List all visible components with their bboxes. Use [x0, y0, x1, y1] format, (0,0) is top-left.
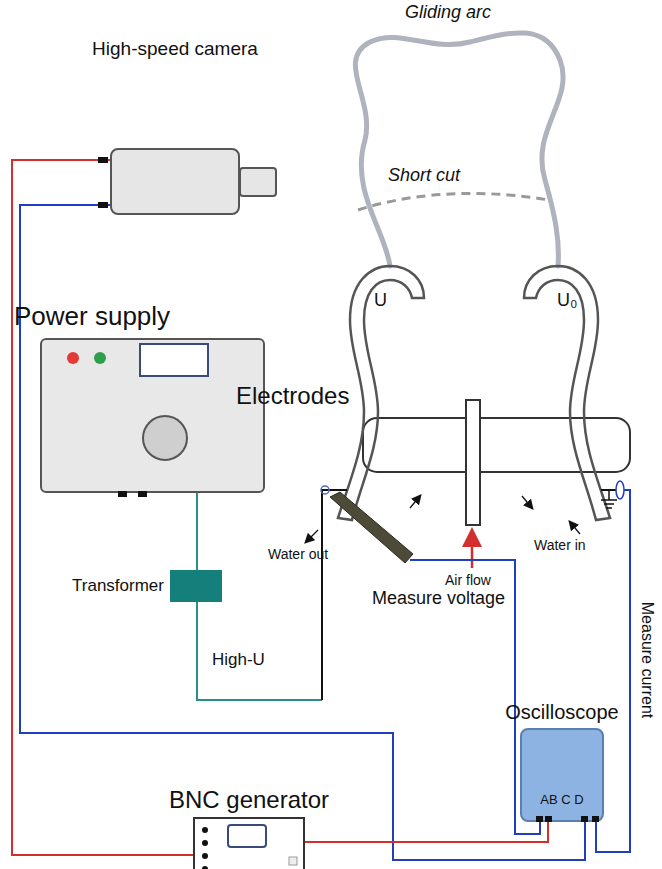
- right-electrode: [524, 266, 610, 520]
- current-sensor: [616, 481, 624, 499]
- flow-label: Air flow: [445, 572, 491, 588]
- probe-hook: [321, 486, 329, 494]
- box-heading: Transformer: [72, 576, 164, 596]
- potential-label: U: [374, 290, 387, 311]
- sensor-label: Measure current: [638, 602, 656, 719]
- box-details: [193, 817, 305, 869]
- box-heading: High-speed camera: [92, 38, 258, 60]
- signal-wire: [196, 493, 198, 570]
- gliding-arc: [355, 33, 563, 266]
- title-label: Gliding arc: [405, 2, 491, 23]
- air-flow-arrow: [471, 532, 474, 568]
- camera-box: High-speed camera: [110, 148, 240, 215]
- short-cut-line: [358, 193, 549, 210]
- part-label: Electrodes: [236, 382, 349, 410]
- electrode-holder: [363, 418, 630, 472]
- water-in-arrow: [570, 522, 580, 534]
- signal-wire: [305, 822, 548, 842]
- flow-arrow: [522, 496, 532, 508]
- flow-label: Water out: [268, 546, 328, 562]
- box-details: [40, 338, 265, 493]
- box-heading: BNC generator: [169, 786, 329, 814]
- water-out-arrow: [306, 530, 318, 542]
- box-heading: Power supply: [14, 302, 170, 332]
- potential-label: U₀: [557, 290, 577, 311]
- left-electrode: [338, 266, 424, 520]
- flow-arrow: [410, 496, 420, 508]
- flow-label: Water in: [534, 537, 586, 553]
- box-details: [520, 728, 604, 822]
- channel-label: AB C D: [540, 793, 583, 808]
- ground-symbol: [601, 490, 617, 508]
- power-supply-box: Power supply: [40, 338, 265, 493]
- voltage-probe: [330, 492, 413, 563]
- wire-label: High-U: [212, 650, 265, 670]
- bnc-generator-box: BNC generator: [193, 817, 305, 869]
- oscilloscope-box: OscilloscopeAB C D: [520, 728, 604, 822]
- box-heading: Oscilloscope: [505, 701, 618, 724]
- signal-wire: [12, 160, 193, 855]
- transformer-box: Transformer: [170, 570, 222, 602]
- box-details: [110, 148, 240, 215]
- electrode-wire: [322, 490, 347, 700]
- high-voltage-wire: [197, 602, 322, 700]
- annotation-label: Short cut: [388, 165, 460, 186]
- probe-label: Measure voltage: [372, 588, 505, 609]
- air-nozzle: [466, 400, 480, 525]
